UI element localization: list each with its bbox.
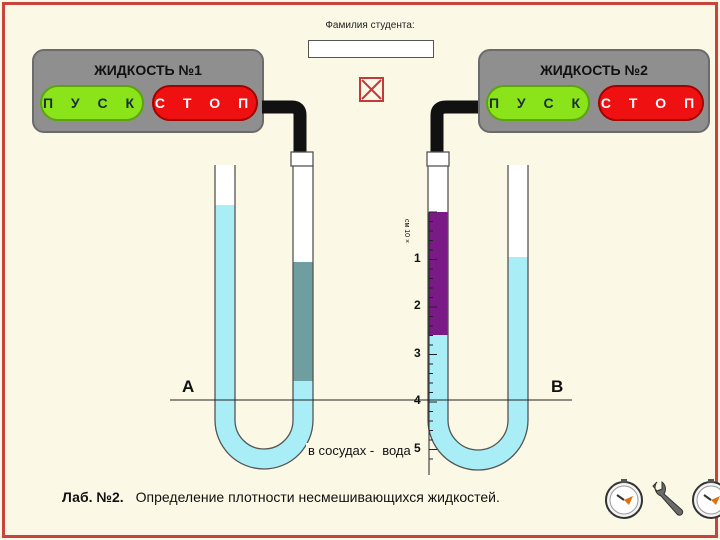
liquid2-title: ЖИДКОСТЬ №2	[540, 62, 648, 78]
scale-tick-3: 3	[414, 346, 421, 360]
lab-number: Лаб. №2.	[62, 489, 124, 505]
scale-tick-2: 2	[414, 298, 421, 312]
liquid2-stop-button[interactable]: С Т О П	[598, 85, 704, 121]
stopwatch-left-icon[interactable]	[603, 478, 645, 520]
liquid1-stop-button[interactable]: С Т О П	[152, 85, 258, 121]
scale-unit: см 10 ×	[403, 219, 410, 244]
wrench-icon[interactable]	[647, 478, 689, 520]
right-u-tube	[426, 151, 529, 471]
liquid2-hose	[430, 100, 478, 152]
student-name-input[interactable]	[308, 40, 434, 58]
left-u-tube	[214, 151, 314, 470]
right-tube-connector	[426, 151, 450, 167]
marker-a: A	[182, 377, 195, 396]
scale-tick-1: 1	[414, 251, 421, 265]
vessel-label: в сосудах -	[308, 443, 375, 458]
left-tube-connector	[290, 151, 314, 167]
scale-tick-4: 4	[414, 393, 421, 407]
vessel-info: в сосудах - вода	[306, 443, 413, 458]
vessel-liquid: вода	[382, 443, 411, 458]
liquid2-column	[428, 212, 460, 335]
liquid2-start-button[interactable]: П У С К	[486, 85, 590, 121]
marker-b: B	[551, 377, 564, 396]
stopwatch-right-icon[interactable]	[690, 478, 720, 520]
measuring-scale	[428, 211, 437, 475]
lab-caption: Лаб. №2. Определение плотности несмешиваю…	[62, 489, 500, 505]
close-icon[interactable]	[359, 77, 384, 102]
liquid1-panel: ЖИДКОСТЬ №1 П У С К С Т О П	[32, 49, 264, 133]
student-label: Фамилия студента:	[325, 20, 415, 31]
liquid1-start-button[interactable]: П У С К	[40, 85, 144, 121]
liquid1-hose	[262, 100, 307, 152]
lab-title: Определение плотности несмешивающихся жи…	[135, 489, 500, 505]
liquid1-column	[290, 262, 313, 381]
liquid1-title: ЖИДКОСТЬ №1	[94, 62, 202, 78]
scale-tick-5: 5	[414, 441, 421, 455]
liquid2-panel: ЖИДКОСТЬ №2 П У С К С Т О П	[478, 49, 710, 133]
